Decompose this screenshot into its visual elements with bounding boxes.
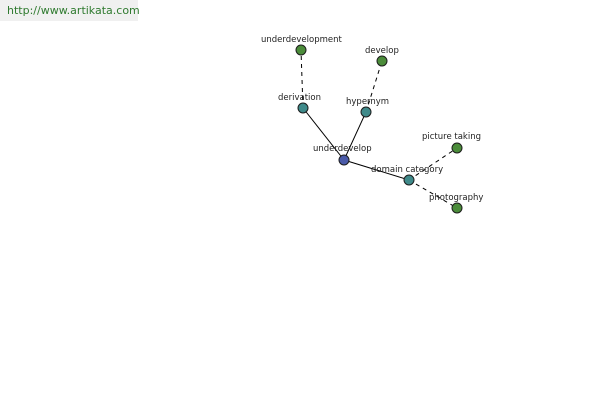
node-root[interactable] <box>338 154 350 166</box>
edge-hypernym-develop <box>365 60 383 113</box>
edge-derivation-underdevelopment <box>300 49 304 109</box>
node-label-root[interactable]: underdevelop <box>313 144 372 154</box>
node-label-picture[interactable]: picture taking <box>422 132 481 142</box>
node-label-domain[interactable]: domain category <box>371 165 443 175</box>
edges-layer <box>300 49 458 209</box>
labels-layer: underdevelop derivation hypernym domain cat… <box>261 35 483 203</box>
node-domain[interactable] <box>403 174 415 186</box>
site-url[interactable]: http://www.artikata.com <box>0 0 140 21</box>
edge-root-domain <box>343 159 410 181</box>
edge-root-derivation <box>302 107 345 161</box>
node-derivation[interactable] <box>297 102 309 114</box>
node-underdevelopment[interactable] <box>295 44 307 56</box>
node-hypernym[interactable] <box>360 106 372 118</box>
node-label-develop[interactable]: develop <box>365 46 399 56</box>
node-photography[interactable] <box>451 202 463 214</box>
node-label-hypernym[interactable]: hypernym <box>346 97 389 107</box>
edge-domain-picture <box>408 147 458 181</box>
node-label-photography[interactable]: photography <box>429 193 483 203</box>
node-label-underdevelopment[interactable]: underdevelopment <box>261 35 342 45</box>
edge-domain-photography <box>408 179 458 209</box>
nodes-layer <box>295 44 463 214</box>
node-develop[interactable] <box>376 55 388 67</box>
node-picture[interactable] <box>451 142 463 154</box>
edge-root-hypernym <box>343 111 367 161</box>
node-label-derivation[interactable]: derivation <box>278 93 321 103</box>
